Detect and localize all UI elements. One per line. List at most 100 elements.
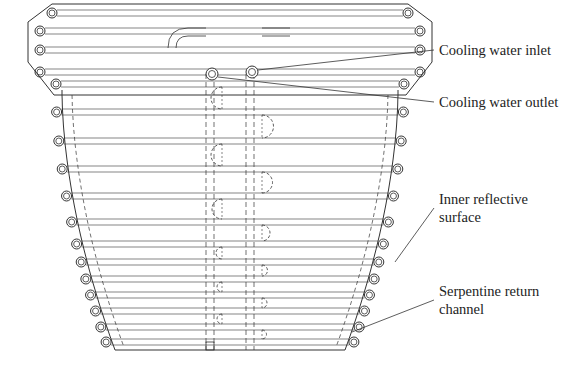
pipe-section bbox=[72, 239, 82, 249]
return-bend-wall bbox=[222, 282, 223, 292]
feed-pipe-wall bbox=[206, 74, 207, 350]
pipe-section bbox=[52, 107, 62, 117]
channel-line bbox=[62, 115, 399, 116]
pipe-bore bbox=[93, 308, 99, 314]
channel-line bbox=[91, 276, 369, 277]
inlet-port bbox=[246, 66, 258, 78]
return-bend bbox=[211, 87, 222, 109]
inner-surface-right bbox=[337, 95, 388, 345]
channel-line bbox=[111, 339, 349, 340]
pipe-section bbox=[76, 257, 86, 267]
pipe-section bbox=[393, 164, 403, 174]
channel-line bbox=[45, 53, 415, 54]
pipe-elbow bbox=[168, 28, 206, 48]
channel-line bbox=[45, 34, 415, 35]
leader-line bbox=[395, 208, 434, 262]
return-bend-wall bbox=[222, 87, 223, 109]
pipe-bore bbox=[54, 109, 60, 115]
channel-line bbox=[96, 298, 365, 299]
return-bend-wall bbox=[262, 330, 263, 339]
pipe-section bbox=[35, 67, 45, 77]
channel-line bbox=[106, 330, 354, 331]
pipe-bore bbox=[37, 47, 43, 53]
return-bend-wall bbox=[222, 314, 223, 324]
pipe-bore bbox=[401, 81, 407, 87]
pipe-section bbox=[364, 290, 374, 300]
feed-pipe-wall bbox=[214, 74, 215, 350]
leader-line bbox=[352, 300, 434, 332]
return-bend bbox=[262, 298, 267, 308]
return-bend bbox=[217, 282, 222, 292]
return-bend bbox=[262, 330, 267, 339]
body-right-edge bbox=[345, 90, 398, 350]
pipe-section bbox=[415, 26, 425, 36]
channel-line bbox=[57, 16, 403, 17]
channel-line bbox=[86, 265, 374, 266]
pipe-bore bbox=[78, 259, 84, 265]
channel-line bbox=[82, 247, 379, 248]
pipe-bore bbox=[64, 193, 70, 199]
return-bend-wall bbox=[262, 225, 263, 241]
channel-line bbox=[45, 75, 415, 76]
channel-line bbox=[72, 193, 389, 194]
pipe-bore bbox=[417, 28, 423, 34]
pipe-elbow bbox=[262, 28, 290, 36]
pipe-bore bbox=[380, 241, 386, 247]
pipe-bore bbox=[371, 276, 377, 282]
channel-line bbox=[61, 87, 399, 88]
body-bottom-edge bbox=[115, 350, 345, 351]
channel-line bbox=[77, 225, 384, 226]
pipe-bore bbox=[351, 339, 357, 345]
channel-line bbox=[45, 28, 415, 29]
callout-label: Cooling water outlet bbox=[438, 93, 559, 111]
channel-line bbox=[106, 324, 354, 325]
pipe-bore bbox=[49, 10, 55, 16]
channel-line bbox=[67, 166, 393, 167]
return-bend bbox=[262, 115, 274, 138]
pipe-bore bbox=[88, 292, 94, 298]
pipe-bore bbox=[37, 28, 43, 34]
leader-line bbox=[258, 50, 434, 70]
feed-pipe-wall bbox=[246, 74, 247, 350]
pipe-section bbox=[86, 290, 96, 300]
channel-line bbox=[86, 259, 374, 260]
pipe-bore bbox=[361, 308, 367, 314]
channel-line bbox=[64, 144, 396, 145]
pipe-bore bbox=[103, 339, 109, 345]
return-bend-wall bbox=[222, 144, 223, 166]
pipe-section bbox=[91, 306, 101, 316]
return-bend-wall bbox=[262, 115, 263, 138]
pipe-section bbox=[399, 79, 409, 89]
pipe-bore bbox=[69, 219, 75, 225]
channel-line bbox=[96, 292, 365, 293]
pipe-section bbox=[383, 217, 393, 227]
pipe-section bbox=[378, 239, 388, 249]
pipe-section bbox=[81, 274, 91, 284]
channel-line bbox=[77, 219, 384, 220]
channel-line bbox=[62, 109, 399, 110]
pipe-bore bbox=[59, 166, 65, 172]
channel-line bbox=[82, 241, 379, 242]
pipe-section bbox=[101, 337, 111, 347]
body-left-edge bbox=[62, 90, 115, 350]
callout-label: Inner reflective surface bbox=[438, 190, 560, 226]
pipe-bore bbox=[417, 69, 423, 75]
channel-line bbox=[45, 69, 415, 70]
pipe-section bbox=[62, 191, 72, 201]
pipe-bore bbox=[98, 324, 104, 330]
channel-line bbox=[61, 81, 399, 82]
pipe-section bbox=[374, 257, 384, 267]
pipe-section bbox=[415, 67, 425, 77]
return-bend bbox=[262, 265, 268, 276]
return-bend bbox=[217, 314, 222, 324]
pipe-bore bbox=[400, 109, 406, 115]
return-bend bbox=[216, 247, 222, 259]
return-bend-wall bbox=[222, 247, 223, 259]
channel-line bbox=[67, 172, 393, 173]
pipe-end bbox=[206, 342, 214, 350]
pipe-section bbox=[67, 217, 77, 227]
callout-label: Serpentine return channel bbox=[438, 282, 560, 318]
pipe-bore bbox=[74, 241, 80, 247]
pipe-bore bbox=[376, 259, 382, 265]
pipe-section bbox=[398, 107, 408, 117]
